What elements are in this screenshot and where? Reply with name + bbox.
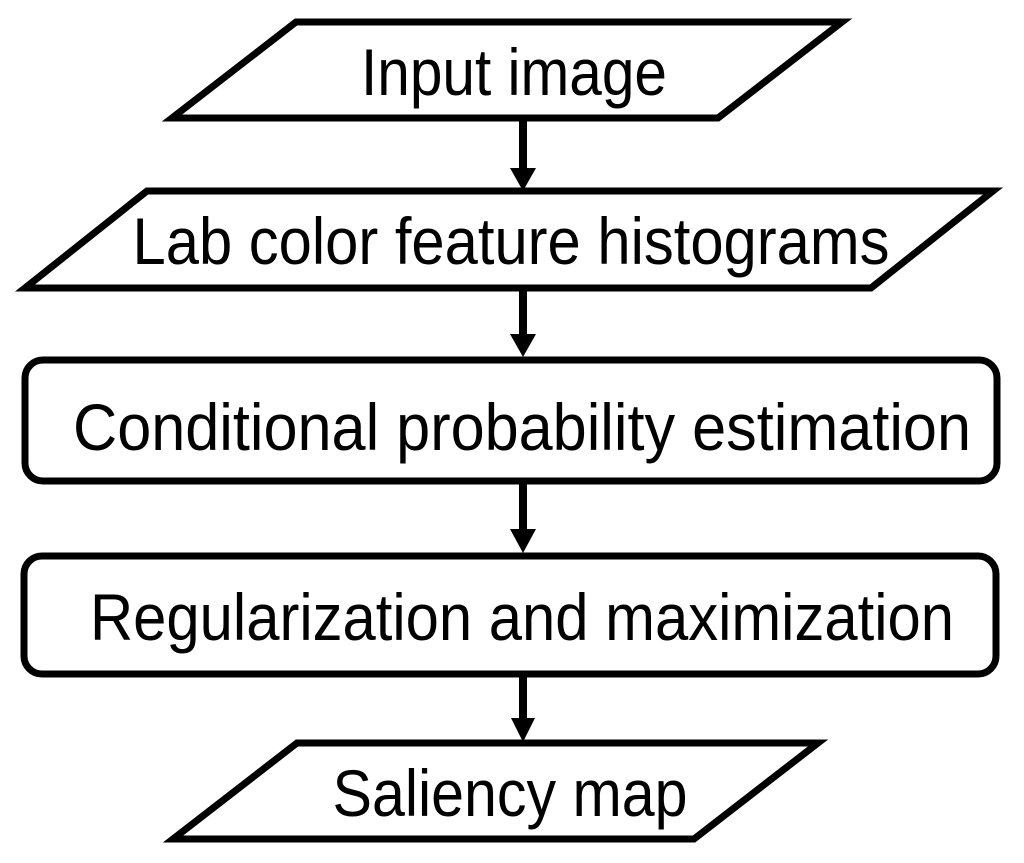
arrowhead-icon bbox=[511, 718, 535, 742]
edge-input-to-histograms bbox=[510, 120, 536, 191]
node-label-input-image: Input image bbox=[361, 35, 667, 109]
node-label-regularization-and-maximization: Regularization and maximization bbox=[90, 580, 954, 654]
node-conditional-probability-estimation: Conditional probability estimation bbox=[21, 356, 1001, 485]
node-label-saliency-map: Saliency map bbox=[333, 756, 688, 830]
arrowhead-icon bbox=[510, 334, 536, 357]
rounded-rect-conditional-probability-estimation bbox=[21, 356, 1001, 485]
node-regularization-and-maximization: Regularization and maximization bbox=[20, 552, 1000, 678]
edge-regularization-to-saliency bbox=[511, 676, 535, 742]
arrowhead-icon bbox=[510, 168, 536, 191]
rounded-rect-regularization-and-maximization bbox=[20, 552, 1000, 678]
parallelogram-lab-color-feature-histograms bbox=[14, 187, 1004, 292]
node-lab-color-feature-histograms: Lab color feature histograms bbox=[14, 187, 1004, 292]
node-label-conditional-probability-estimation: Conditional probability estimation bbox=[73, 390, 971, 464]
node-input-image: Input image bbox=[161, 18, 853, 122]
node-label-lab-color-feature-histograms: Lab color feature histograms bbox=[133, 204, 890, 278]
node-saliency-map: Saliency map bbox=[162, 739, 829, 843]
edge-estimation-to-regularization bbox=[510, 483, 536, 553]
arrowhead-icon bbox=[510, 529, 536, 553]
parallelogram-saliency-map bbox=[162, 739, 829, 843]
edge-histograms-to-estimation bbox=[510, 290, 536, 357]
parallelogram-input-image bbox=[161, 18, 853, 122]
